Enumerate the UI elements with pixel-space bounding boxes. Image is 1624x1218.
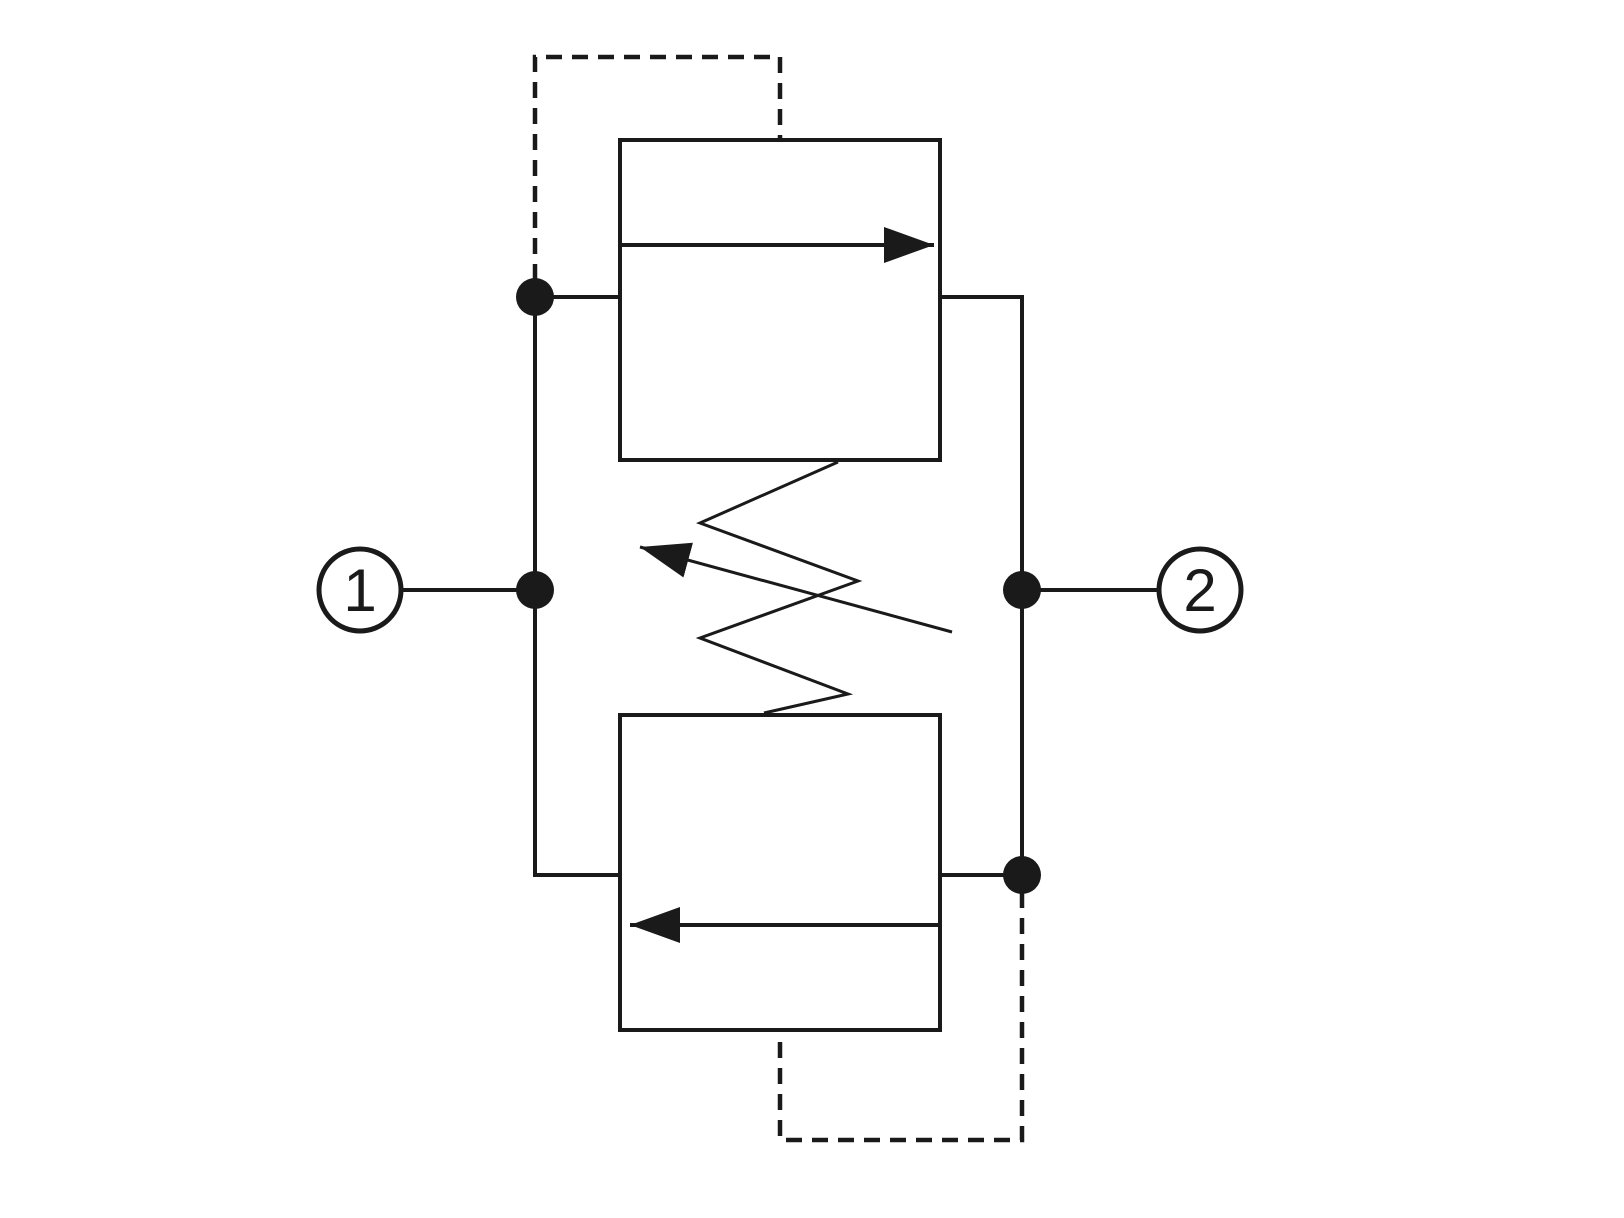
junction-dot-bottom-right [1003,856,1041,894]
port-1-circle [316,546,404,634]
pilot-line-bottom [777,892,1025,1143]
junction-dot-port-2 [1003,571,1041,609]
lower-valve-envelope [618,713,942,1032]
port-2: 2 [1156,546,1244,634]
port-1-label: 1 [343,557,376,624]
adjustability-arrow-icon [639,542,953,634]
port-2-circle [1156,546,1244,634]
port-2-label: 2 [1183,557,1216,624]
lower-valve [618,713,942,1032]
pilot-line-top [532,54,783,280]
upper-valve [618,138,942,462]
upper-valve-envelope [618,138,942,462]
junction-dot-port-1 [516,571,554,609]
junction-dot-top-left [516,278,554,316]
port-1: 1 [316,546,404,634]
spring-icon [695,460,863,715]
